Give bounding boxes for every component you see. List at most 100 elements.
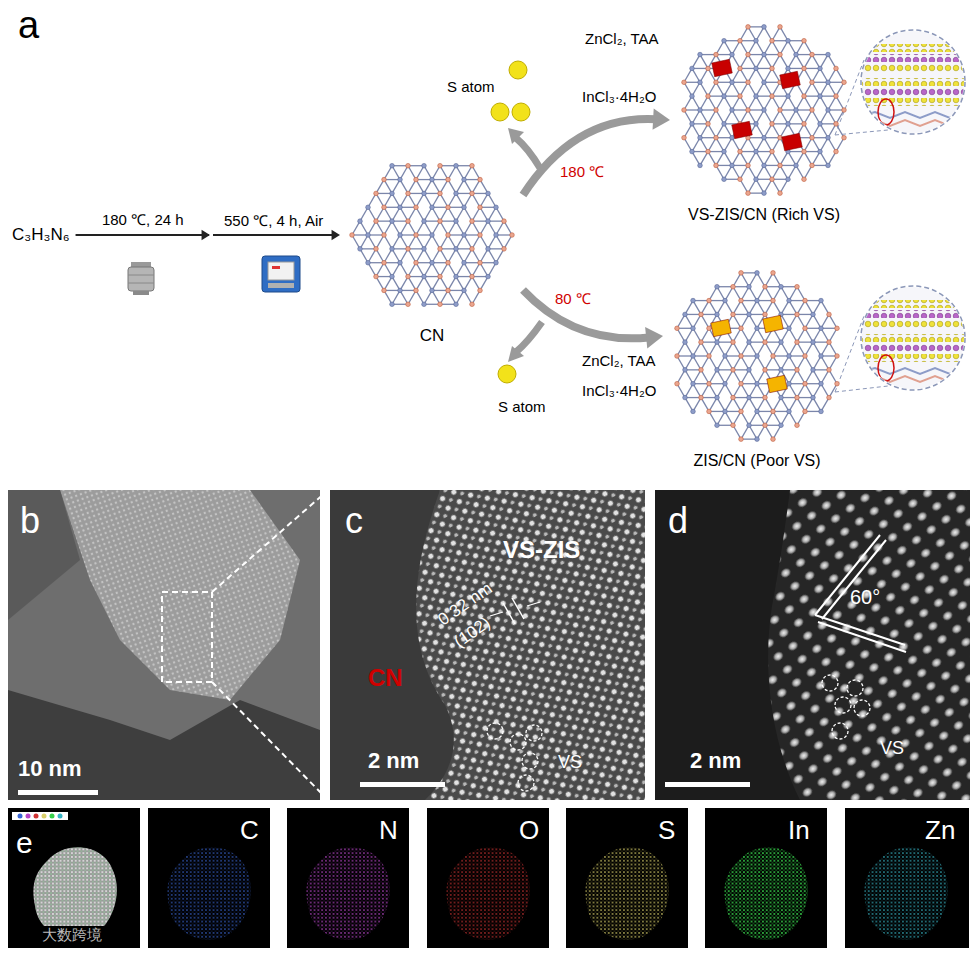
network-atom (739, 437, 744, 442)
network-atom (446, 260, 451, 265)
network-atom (390, 247, 395, 252)
layer-inset-part (835, 386, 888, 392)
tem-image-b-part (8, 490, 80, 620)
vacancy-mark (780, 71, 801, 88)
network-atom (470, 274, 475, 279)
arrow-head (202, 230, 210, 241)
autoclave-icon-part (128, 267, 154, 291)
network-atom (802, 66, 807, 71)
network-atom (746, 52, 751, 57)
network-atom (770, 177, 775, 182)
eds-maps-part (34, 814, 39, 819)
network-atom (794, 52, 799, 57)
network-atom (414, 260, 419, 265)
network-atom (675, 381, 680, 386)
network-atom (842, 135, 847, 140)
network-atom (803, 381, 808, 386)
eds-maps-part (18, 814, 23, 819)
release-arrow-part (516, 138, 540, 168)
network-atom (382, 288, 387, 293)
network-atom (819, 409, 824, 414)
network-atom (374, 274, 379, 279)
layer-inset-part-part (860, 120, 966, 126)
layer-inset-part-part (860, 368, 966, 374)
process-arrow (76, 230, 340, 241)
material-circle: ZIS/CN (Poor VS) (661, 266, 853, 480)
layer-inset-part-part (860, 98, 966, 106)
network-atom (723, 354, 728, 359)
network-atom (731, 395, 736, 400)
network-atom (738, 66, 743, 71)
panel-letter: e (16, 826, 33, 861)
network-atom (787, 326, 792, 331)
network-atom (794, 108, 799, 113)
network-atom (683, 368, 688, 373)
vacancy-mark (763, 315, 784, 332)
network-atom (390, 191, 395, 196)
network-atom (786, 66, 791, 71)
network-atom (795, 340, 800, 345)
network-atom (778, 52, 783, 57)
network-atom (754, 38, 759, 43)
phase-label: VS-ZIS (503, 536, 580, 564)
network-atom (819, 326, 824, 331)
layer-inset-part-part (878, 99, 894, 125)
network-atom (810, 108, 815, 113)
panel-letter: a (18, 4, 39, 48)
network-atom (826, 80, 831, 85)
atom-label: S atom (498, 398, 546, 415)
network-atom (470, 219, 475, 224)
network-atom (675, 326, 680, 331)
network-atom (683, 395, 688, 400)
network-atom (819, 381, 824, 386)
network-atom (502, 219, 507, 224)
network-atom (754, 177, 759, 182)
network-atom (414, 177, 419, 182)
network-atom (803, 326, 808, 331)
element-label: C (240, 816, 259, 846)
scale-bar-label: 2 nm (690, 748, 741, 773)
material-circle: CN (343, 150, 521, 350)
network-atom (778, 191, 783, 196)
network-atom (438, 274, 443, 279)
eds-maps-part (566, 808, 688, 948)
network-atom (779, 395, 784, 400)
reagent-label: InCl₃·4H₂O (582, 88, 656, 105)
network-atom (707, 326, 712, 331)
formula-text: C₃H₃N₆ (10, 223, 72, 247)
tem-image-c-part (330, 490, 454, 800)
stem-image-d-part (768, 490, 970, 800)
tem-image-b-part (60, 490, 300, 700)
network-atom (438, 191, 443, 196)
network-atom (438, 247, 443, 252)
eds-maps-part (585, 847, 668, 939)
network-atom (462, 177, 467, 182)
network-atom (486, 191, 491, 196)
network-atom (739, 381, 744, 386)
network-atom (406, 191, 411, 196)
stem-image-d-part-part (847, 680, 863, 696)
network-illustration (661, 266, 853, 446)
sulfur-atoms (491, 61, 530, 383)
network-atom (778, 108, 783, 113)
network-atom (762, 52, 767, 57)
network-atom (682, 135, 687, 140)
network-atom (714, 80, 719, 85)
network-atom (486, 219, 491, 224)
network-atom (842, 80, 847, 85)
network-atom (826, 52, 831, 57)
network-atom (770, 66, 775, 71)
network-atom (763, 395, 768, 400)
network-atom (454, 219, 459, 224)
network-atom (714, 135, 719, 140)
network-atom (763, 368, 768, 373)
network-atom (802, 94, 807, 99)
network-atom (763, 284, 768, 289)
layer-inset-part-part (860, 310, 966, 318)
furnace-icon-part (272, 266, 280, 269)
network-atom (779, 368, 784, 373)
network-atom (794, 163, 799, 168)
network-atom (731, 312, 736, 317)
network-atom (478, 177, 483, 182)
